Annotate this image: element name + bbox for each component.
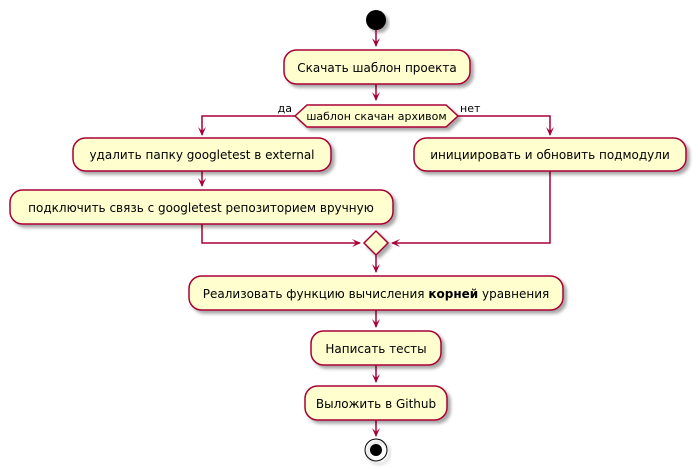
implement-bold-word: корней — [428, 287, 478, 301]
activity-write-tests: Написать тесты — [310, 330, 442, 366]
activity-connect-repo-label: подключить связь с googletest репозитори… — [28, 201, 374, 215]
flow-lines — [201, 30, 551, 436]
activity-write-tests-label: Написать тесты — [325, 342, 426, 356]
activity-download-template: Скачать шаблон проекта — [283, 49, 471, 85]
implement-prefix: Реализовать функцию вычисления — [203, 287, 429, 301]
activity-implement-label: Реализовать функцию вычисления корней ур… — [203, 287, 549, 301]
activity-publish-label: Выложить в Github — [316, 397, 436, 411]
decision-archive: шаблон скачан архивом да нет — [278, 102, 481, 128]
merge-node — [362, 229, 390, 257]
activity-init-submodules: инициировать и обновить подмодули — [413, 137, 687, 172]
activity-connect-repo: подключить связь с googletest репозитори… — [9, 189, 394, 225]
activity-delete-folder-label: удалить папку googletest в external — [89, 148, 314, 162]
activity-implement-function: Реализовать функцию вычисления корней ур… — [188, 275, 564, 311]
implement-suffix: уравнения — [478, 287, 549, 301]
activity-delete-folder: удалить папку googletest в external — [72, 137, 332, 172]
end-node — [364, 438, 388, 462]
decision-yes-label: да — [278, 102, 292, 115]
decision-question: шаблон скачан архивом — [306, 110, 446, 123]
arrowheads — [198, 38, 554, 437]
activity-download-label: Скачать шаблон проекта — [297, 61, 457, 75]
decision-no-label: нет — [460, 102, 481, 115]
activity-publish: Выложить в Github — [304, 385, 448, 421]
start-node — [366, 10, 386, 30]
activity-init-submodules-label: инициировать и обновить подмодули — [430, 148, 670, 162]
